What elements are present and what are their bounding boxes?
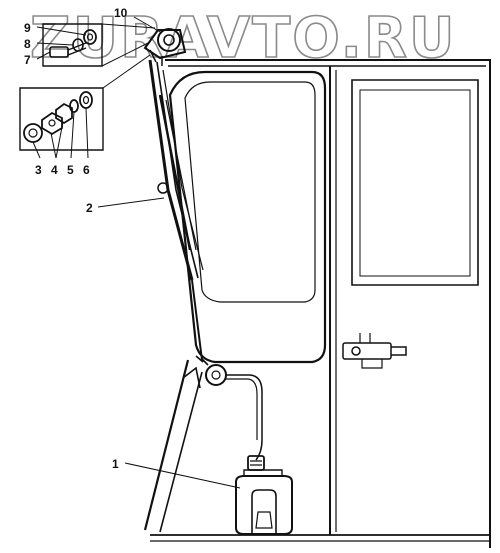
detail-leader-lines <box>101 23 156 89</box>
washer-reservoir <box>235 455 293 535</box>
side-window <box>351 79 479 286</box>
cab-frame <box>150 59 491 548</box>
callout-labels: 1 2 3 4 5 6 7 8 9 10 <box>24 6 128 471</box>
callout-9: 9 <box>24 21 31 35</box>
front-pillar <box>143 359 203 533</box>
callout-10: 10 <box>114 6 128 20</box>
callout-7: 7 <box>24 53 31 67</box>
washer-hose <box>226 374 263 461</box>
windshield <box>168 70 327 364</box>
door-latch <box>342 333 407 369</box>
callout-4: 4 <box>51 163 58 177</box>
wiper-blade <box>148 59 204 361</box>
callout-2: 2 <box>86 201 93 215</box>
callout-5: 5 <box>67 163 74 177</box>
callout-1: 1 <box>112 457 119 471</box>
callout-3: 3 <box>35 163 42 177</box>
callout-leaders <box>32 16 241 489</box>
detail-box-lower <box>19 87 104 151</box>
callout-6: 6 <box>83 163 90 177</box>
watermark-text: ZURAVTO.RU <box>30 6 457 71</box>
wiper-pivot-assembly <box>143 28 187 66</box>
callout-8: 8 <box>24 37 31 51</box>
